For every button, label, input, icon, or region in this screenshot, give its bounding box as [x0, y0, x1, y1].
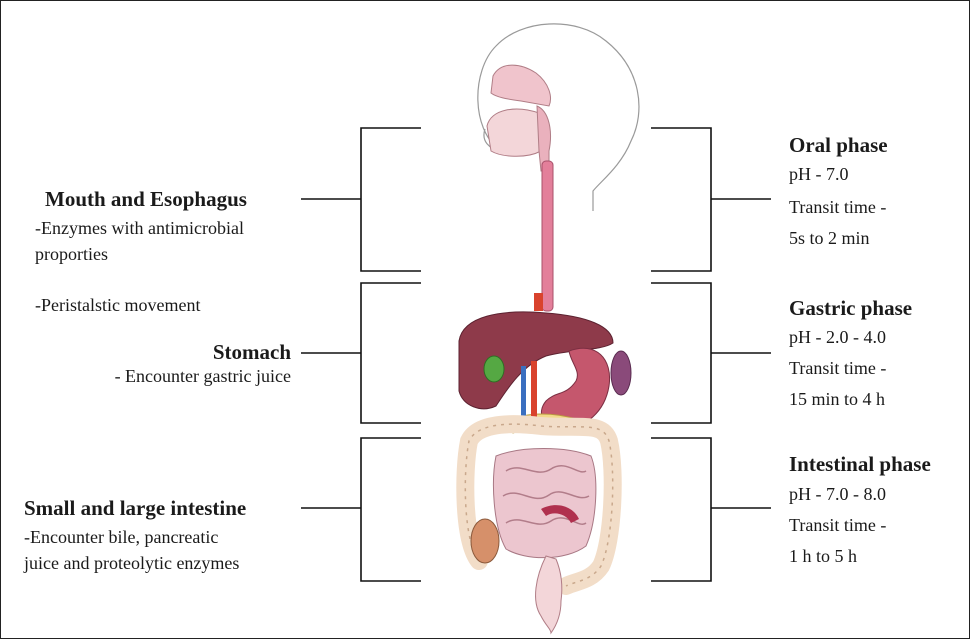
intestinal-phase-transit-label: Transit time - — [789, 512, 886, 538]
oral-phase-transit-label: Transit time - — [789, 194, 886, 220]
intestine-line2: juice and proteolytic enzymes — [24, 550, 239, 576]
gastric-phase-transit-value: 15 min to 4 h — [789, 386, 885, 412]
bracket-right-intestinal — [651, 438, 711, 581]
mouth-esophagus-line3: -Peristalstic movement — [35, 292, 200, 318]
bracket-right-oral — [651, 128, 711, 271]
bracket-left-stomach — [361, 283, 421, 423]
bracket-right-gastric — [651, 283, 711, 423]
bracket-left-intestine — [361, 438, 421, 581]
oral-phase-transit-value: 5s to 2 min — [789, 225, 870, 251]
gastric-phase-ph: pH - 2.0 - 4.0 — [789, 324, 886, 350]
intestinal-phase-ph: pH - 7.0 - 8.0 — [789, 481, 886, 507]
intestinal-phase-title: Intestinal phase — [789, 451, 931, 477]
bracket-left-mouth — [361, 128, 421, 271]
intestine-title: Small and large intestine — [24, 495, 246, 521]
intestinal-phase-transit-value: 1 h to 5 h — [789, 543, 857, 569]
mouth-esophagus-title: Mouth and Esophagus — [45, 186, 247, 212]
stomach-title: Stomach — [61, 339, 291, 365]
intestine-line1: -Encounter bile, pancreatic — [24, 524, 218, 550]
gastric-phase-title: Gastric phase — [789, 295, 912, 321]
gastric-phase-transit-label: Transit time - — [789, 355, 886, 381]
mouth-esophagus-line1: -Enzymes with antimicrobial — [35, 215, 244, 241]
oral-phase-ph: pH - 7.0 — [789, 161, 849, 187]
oral-phase-title: Oral phase — [789, 132, 888, 158]
stomach-line1: - Encounter gastric juice — [41, 363, 291, 389]
mouth-esophagus-line2: proporties — [35, 241, 108, 267]
